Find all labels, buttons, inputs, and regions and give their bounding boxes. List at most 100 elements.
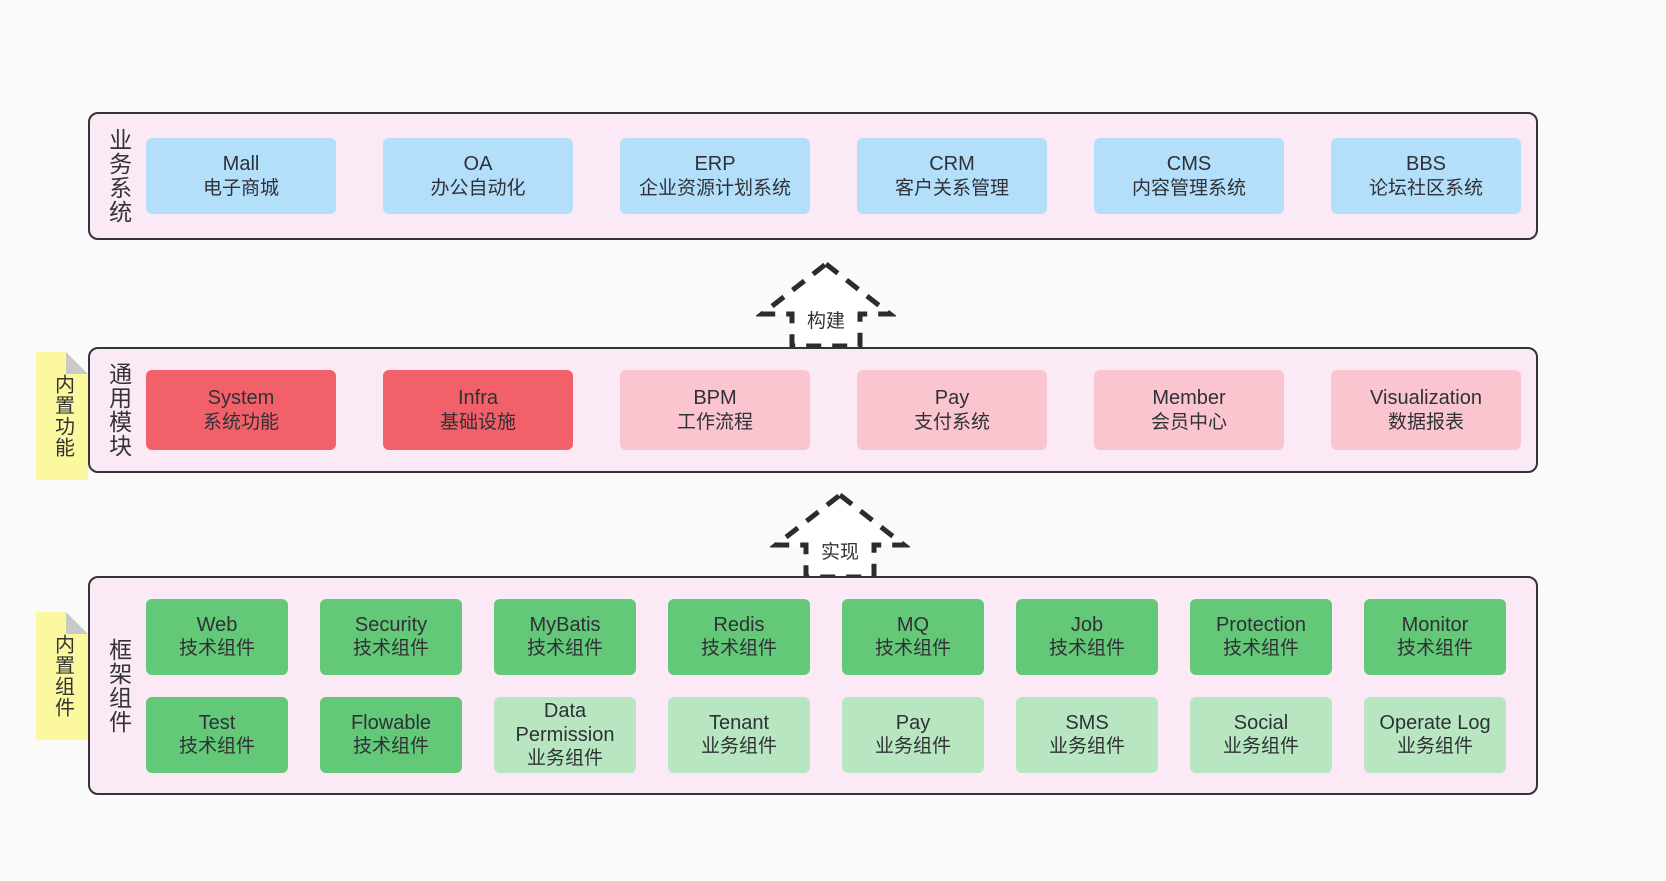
node-title: SMS: [1065, 711, 1109, 734]
layer-body-business: Mall 电子商城 OA 办公自动化 ERP 企业资源计划系统 CRM 客户关系…: [146, 114, 1536, 238]
sticky-note-label: 内置组件: [51, 634, 74, 718]
node-subtitle: 业务组件: [1396, 736, 1473, 758]
node-subtitle: 数据报表: [1387, 411, 1464, 433]
node-title: MQ: [896, 613, 930, 636]
node-subtitle: 会员中心: [1150, 411, 1227, 433]
node-subtitle: 技术组件: [352, 638, 429, 660]
connector-implement: 实现: [770, 489, 910, 581]
node-title: Operate Log: [1379, 711, 1491, 734]
framework-node-row-business: Test 技术组件 Flowable 技术组件 Data Permission …: [146, 696, 1522, 773]
node-subtitle: 业务组件: [526, 748, 603, 770]
sticky-fold-corner: [66, 612, 88, 634]
node-subtitle: 技术组件: [526, 638, 603, 660]
node-mq[interactable]: MQ 技术组件: [842, 598, 984, 675]
node-social[interactable]: Social 业务组件: [1190, 696, 1332, 773]
node-title: Visualization: [1370, 387, 1482, 410]
node-title: Social: [1233, 711, 1289, 734]
node-operate-log[interactable]: Operate Log 业务组件: [1364, 696, 1506, 773]
node-title: Test: [198, 711, 236, 734]
node-crm[interactable]: CRM 客户关系管理: [857, 138, 1047, 214]
node-oa[interactable]: OA 办公自动化: [383, 138, 573, 214]
node-title: Protection: [1215, 613, 1307, 636]
node-sms[interactable]: SMS 业务组件: [1016, 696, 1158, 773]
node-subtitle: 技术组件: [352, 736, 429, 758]
layer-title-business: 业务系统: [105, 128, 132, 224]
node-subtitle: 电子商城: [202, 177, 279, 199]
layer-body-common-modules: System 系统功能 Infra 基础设施 BPM 工作流程 Pay 支付系统…: [146, 349, 1536, 471]
node-security[interactable]: Security 技术组件: [320, 598, 462, 675]
node-subtitle: 内容管理系统: [1131, 177, 1246, 199]
node-title: Job: [1070, 613, 1104, 636]
node-title: Infra: [457, 387, 499, 410]
node-title: CRM: [929, 153, 975, 176]
layer-panel-business: 业务系统 Mall 电子商城 OA 办公自动化 ERP 企业资源计划系统 CRM: [88, 112, 1538, 240]
node-subtitle: 业务组件: [700, 736, 777, 758]
connector-build-label: 构建: [806, 311, 846, 332]
node-system[interactable]: System 系统功能: [146, 370, 336, 450]
node-subtitle: 客户关系管理: [894, 177, 1009, 199]
node-title: Pay: [934, 387, 970, 410]
node-subtitle: 业务组件: [1048, 736, 1125, 758]
layer-panel-common-modules: 通用模块 System 系统功能 Infra 基础设施 BPM 工作流程 Pay: [88, 347, 1538, 473]
node-visualization[interactable]: Visualization 数据报表: [1331, 370, 1521, 450]
node-cms[interactable]: CMS 内容管理系统: [1094, 138, 1284, 214]
node-mybatis[interactable]: MyBatis 技术组件: [494, 598, 636, 675]
node-infra[interactable]: Infra 基础设施: [383, 370, 573, 450]
node-bbs[interactable]: BBS 论坛社区系统: [1331, 138, 1521, 214]
node-title: CMS: [1166, 153, 1212, 176]
common-modules-node-row: System 系统功能 Infra 基础设施 BPM 工作流程 Pay 支付系统…: [146, 370, 1522, 450]
node-subtitle: 基础设施: [439, 411, 516, 433]
node-title: Flowable: [350, 711, 432, 734]
framework-node-row-technical: Web 技术组件 Security 技术组件 MyBatis 技术组件 Redi…: [146, 598, 1522, 675]
node-title: Mall: [222, 153, 260, 176]
layer-body-framework-components: Web 技术组件 Security 技术组件 MyBatis 技术组件 Redi…: [146, 578, 1536, 793]
node-subtitle: 技术组件: [1222, 638, 1299, 660]
node-subtitle: 技术组件: [1048, 638, 1125, 660]
connector-build: 构建: [756, 258, 896, 350]
node-tenant[interactable]: Tenant 业务组件: [668, 696, 810, 773]
node-test[interactable]: Test 技术组件: [146, 696, 288, 773]
node-subtitle: 技术组件: [874, 638, 951, 660]
node-web[interactable]: Web 技术组件: [146, 598, 288, 675]
node-bpm[interactable]: BPM 工作流程: [620, 370, 810, 450]
layer-title-framework-components: 框架组件: [105, 637, 132, 734]
node-data-permission[interactable]: Data Permission 业务组件: [494, 696, 636, 773]
node-member[interactable]: Member 会员中心: [1094, 370, 1284, 450]
node-title: Tenant: [708, 711, 770, 734]
node-subtitle: 系统功能: [202, 411, 279, 433]
sticky-note-builtin-components: 内置组件: [36, 612, 88, 740]
node-title: ERP: [694, 153, 736, 176]
node-pay-module[interactable]: Pay 支付系统: [857, 370, 1047, 450]
node-subtitle: 技术组件: [1396, 638, 1473, 660]
node-title: Web: [196, 613, 238, 636]
sticky-fold-corner: [66, 352, 88, 374]
business-node-row: Mall 电子商城 OA 办公自动化 ERP 企业资源计划系统 CRM 客户关系…: [146, 138, 1522, 214]
node-subtitle: 技术组件: [178, 736, 255, 758]
node-mall[interactable]: Mall 电子商城: [146, 138, 336, 214]
node-job[interactable]: Job 技术组件: [1016, 598, 1158, 675]
node-monitor[interactable]: Monitor 技术组件: [1364, 598, 1506, 675]
node-title: MyBatis: [529, 613, 601, 636]
node-protection[interactable]: Protection 技术组件: [1190, 598, 1332, 675]
node-title: OA: [463, 153, 493, 176]
node-subtitle: 支付系统: [913, 411, 990, 433]
node-subtitle: 技术组件: [178, 638, 255, 660]
node-pay-component[interactable]: Pay 业务组件: [842, 696, 984, 773]
node-redis[interactable]: Redis 技术组件: [668, 598, 810, 675]
node-subtitle: 论坛社区系统: [1368, 177, 1483, 199]
node-title: System: [207, 387, 275, 410]
node-erp[interactable]: ERP 企业资源计划系统: [620, 138, 810, 214]
node-subtitle: 办公自动化: [430, 177, 526, 199]
node-flowable[interactable]: Flowable 技术组件: [320, 696, 462, 773]
node-title: BBS: [1405, 153, 1447, 176]
node-subtitle: 业务组件: [874, 736, 951, 758]
sticky-note-builtin-functions: 内置功能: [36, 352, 88, 480]
layer-title-common-modules: 通用模块: [105, 362, 132, 458]
layer-panel-framework-components: 框架组件 Web 技术组件 Security 技术组件 MyBatis 技术组件…: [88, 576, 1538, 795]
node-title: Monitor: [1401, 613, 1469, 636]
node-title: Member: [1152, 387, 1226, 410]
node-subtitle: 业务组件: [1222, 736, 1299, 758]
node-subtitle: 工作流程: [676, 411, 753, 433]
node-title: Pay: [895, 711, 931, 734]
